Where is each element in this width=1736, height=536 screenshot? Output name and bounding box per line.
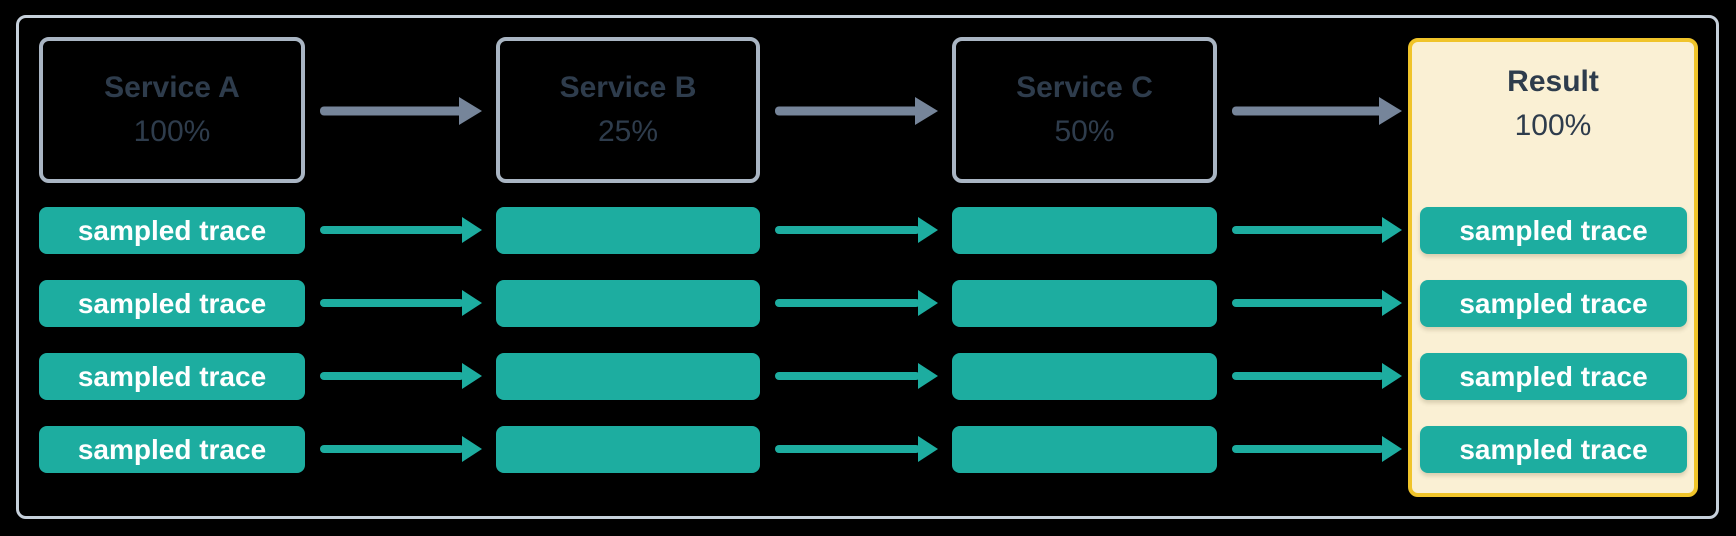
arrow-head	[1379, 97, 1402, 125]
arrow-head	[918, 363, 938, 389]
service-c-box: Service C 50%	[952, 37, 1217, 183]
arrow-head	[462, 363, 482, 389]
trace-chip: sampled trace	[39, 353, 305, 400]
trace-chip: sampled trace	[1420, 207, 1687, 254]
arrow-shaft	[320, 372, 464, 380]
arrow-right-icon	[775, 435, 938, 463]
trace-chip-unlabeled	[952, 353, 1217, 400]
arrow-right-icon	[320, 362, 482, 390]
service-b-title: Service B	[559, 71, 697, 104]
trace-chip: sampled trace	[39, 426, 305, 473]
trace-chip-unlabeled	[496, 207, 760, 254]
arrow-right-icon	[775, 97, 938, 125]
arrow-head	[462, 436, 482, 462]
service-b-sample-rate: 25%	[597, 115, 659, 148]
trace-chip: sampled trace	[39, 280, 305, 327]
arrow-head	[1382, 290, 1402, 316]
arrow-shaft	[1232, 226, 1384, 234]
arrow-shaft	[775, 372, 920, 380]
arrow-head	[459, 97, 482, 125]
arrow-head	[462, 290, 482, 316]
arrow-head	[462, 217, 482, 243]
arrow-shaft	[320, 445, 464, 453]
trace-chip: sampled trace	[1420, 280, 1687, 327]
arrow-right-icon	[320, 97, 482, 125]
trace-chip-unlabeled	[496, 426, 760, 473]
service-a-box: Service A 100%	[39, 37, 305, 183]
service-a-title: Service A	[104, 71, 240, 104]
arrow-shaft	[775, 445, 920, 453]
arrow-head	[918, 436, 938, 462]
trace-chip-unlabeled	[952, 207, 1217, 254]
arrow-shaft	[775, 106, 920, 116]
arrow-right-icon	[1232, 216, 1402, 244]
arrow-head	[918, 290, 938, 316]
arrow-shaft	[320, 226, 464, 234]
arrow-right-icon	[1232, 289, 1402, 317]
trace-chip-unlabeled	[496, 280, 760, 327]
arrow-shaft	[1232, 299, 1384, 307]
arrow-shaft	[775, 299, 920, 307]
arrow-right-icon	[320, 435, 482, 463]
result-title: Result	[1507, 65, 1599, 98]
service-a-sample-rate: 100%	[133, 115, 211, 148]
arrow-head	[1382, 217, 1402, 243]
result-box: Result 100%	[1408, 38, 1698, 497]
arrow-shaft	[1232, 106, 1384, 116]
trace-chip-unlabeled	[952, 280, 1217, 327]
arrow-shaft	[1232, 445, 1384, 453]
arrow-shaft	[775, 226, 920, 234]
arrow-right-icon	[1232, 362, 1402, 390]
arrow-right-icon	[775, 362, 938, 390]
arrow-head	[915, 97, 938, 125]
arrow-right-icon	[320, 289, 482, 317]
arrow-head	[1382, 363, 1402, 389]
arrow-head	[918, 217, 938, 243]
result-sample-rate: 100%	[1514, 109, 1592, 142]
trace-chip: sampled trace	[1420, 426, 1687, 473]
arrow-shaft	[320, 106, 464, 116]
service-b-box: Service B 25%	[496, 37, 760, 183]
arrow-shaft	[320, 299, 464, 307]
arrow-right-icon	[1232, 97, 1402, 125]
trace-chip: sampled trace	[39, 207, 305, 254]
result-header: Result 100%	[1412, 42, 1694, 148]
trace-chip-unlabeled	[496, 353, 760, 400]
arrow-shaft	[1232, 372, 1384, 380]
arrow-right-icon	[320, 216, 482, 244]
service-c-title: Service C	[1016, 71, 1153, 104]
arrow-head	[1382, 436, 1402, 462]
arrow-right-icon	[775, 289, 938, 317]
trace-chip-unlabeled	[952, 426, 1217, 473]
arrow-right-icon	[1232, 435, 1402, 463]
service-c-sample-rate: 50%	[1054, 115, 1115, 148]
arrow-right-icon	[775, 216, 938, 244]
trace-chip: sampled trace	[1420, 353, 1687, 400]
